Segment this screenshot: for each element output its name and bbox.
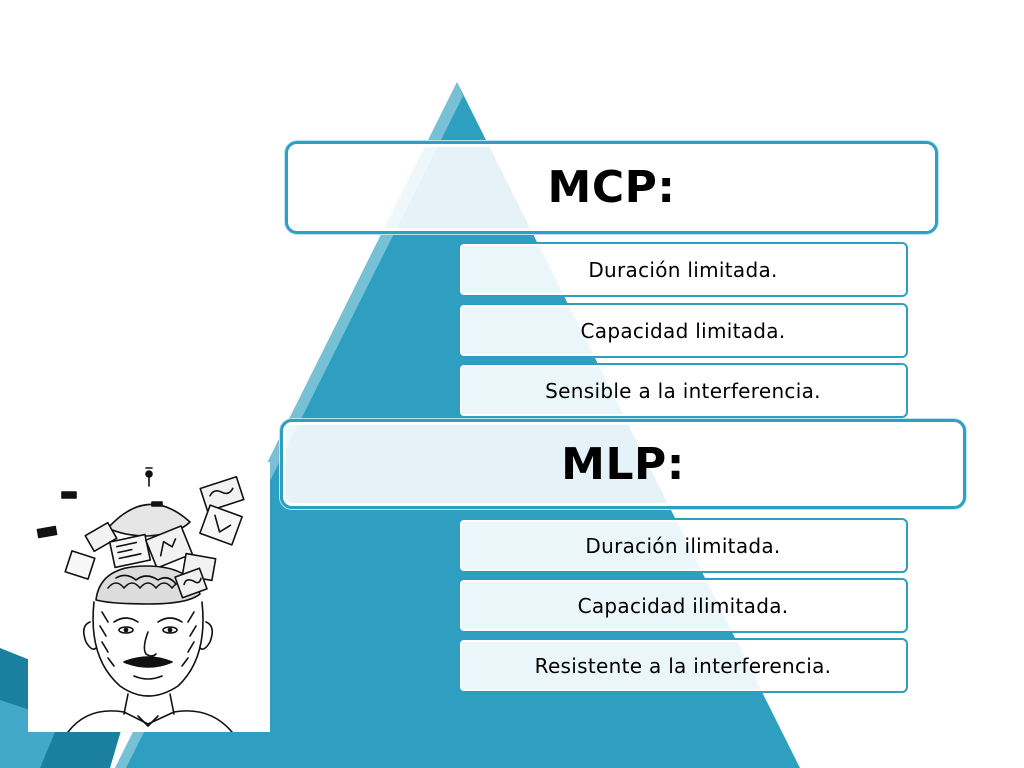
open-head-brain-illustration <box>28 462 270 732</box>
mlp-item-box: Duración ilimitada. <box>458 518 908 573</box>
mcp-item-label: Sensible a la interferencia. <box>545 378 821 403</box>
mlp-title: MLP: <box>561 438 685 490</box>
mlp-title-box: MLP: <box>280 419 966 509</box>
mlp-item-box: Resistente a la interferencia. <box>458 638 908 693</box>
mlp-item-label: Duración ilimitada. <box>585 533 781 558</box>
mcp-item-label: Capacidad limitada. <box>580 318 786 343</box>
mcp-item-box: Duración limitada. <box>458 242 908 297</box>
mcp-title: MCP: <box>547 162 676 213</box>
mcp-item-label: Duración limitada. <box>588 257 778 282</box>
mlp-item-label: Resistente a la interferencia. <box>534 653 832 678</box>
mcp-item-box: Capacidad limitada. <box>458 303 908 358</box>
mlp-item-box: Capacidad ilimitada. <box>458 578 908 633</box>
mlp-item-label: Capacidad ilimitada. <box>577 593 789 618</box>
mcp-item-box: Sensible a la interferencia. <box>458 363 908 418</box>
mcp-title-box: MCP: <box>285 141 938 234</box>
